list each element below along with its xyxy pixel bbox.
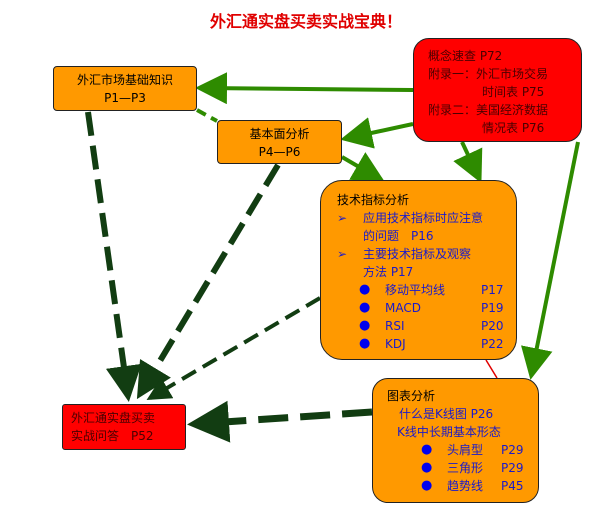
basics-pages: P1—P3 <box>104 91 146 105</box>
item-name: MACD <box>385 301 421 315</box>
arrow-chart-to-qa <box>187 400 373 443</box>
item-page: P19 <box>481 301 504 315</box>
bullet-dot-icon: ● <box>359 282 371 297</box>
item-page: P17 <box>481 283 504 297</box>
appendix-line: 附录一：外汇市场交易 <box>428 67 549 81</box>
item-name: 移动平均线 <box>385 283 446 297</box>
item-name: RSI <box>385 319 405 333</box>
item-name: KDJ <box>385 337 406 351</box>
arrow-appendix-to-technical <box>453 141 483 184</box>
technical-bullet-cont: 方法 P17 <box>363 265 414 279</box>
chart-heading: 图表分析 <box>387 389 436 403</box>
link-technical-chart <box>485 359 498 379</box>
fundamental-pages: P4—P6 <box>258 145 301 159</box>
list-item: ● 头肩型 P29 <box>387 441 538 459</box>
bullet-dot-icon: ● <box>421 460 433 475</box>
page-title: 外汇通实盘买卖实战宝典！ <box>209 12 402 31</box>
arrow-bullet-icon: ➢ <box>337 211 348 225</box>
list-item: ● KDJ P22 <box>337 335 516 353</box>
bullet-dot-icon: ● <box>421 442 433 457</box>
item-name: 三角形 <box>447 461 484 475</box>
technical-bullet-cont: 的问题 P16 <box>363 229 434 243</box>
fundamental-box[interactable]: 基本面分析 P4—P6 <box>217 120 342 164</box>
qa-box[interactable]: 外汇通实盘买卖 实战问答 P52 <box>62 404 186 450</box>
chart-line: 什么是K线图 P26 <box>399 407 494 421</box>
appendix-line: 时间表 P75 <box>482 85 545 99</box>
item-page: P22 <box>481 337 504 351</box>
list-item: ● MACD P19 <box>337 299 516 317</box>
arrow-appendix-to-basics <box>195 72 414 105</box>
arrow-appendix-to-chart <box>521 141 580 380</box>
technical-bullet: 应用技术指标时应注意 <box>363 211 484 225</box>
bullet-dot-icon: ● <box>421 478 433 493</box>
arrow-technical-to-qa <box>146 296 322 401</box>
arrow-fundamental-to-qa <box>136 163 281 400</box>
arrow-appendix-to-fundamental <box>340 117 414 149</box>
item-page: P29 <box>501 461 524 475</box>
list-item: ● 三角形 P29 <box>387 459 538 477</box>
technical-box[interactable]: 技术指标分析 ➢ 应用技术指标时应注意 的问题 P16 ➢ 主要技术指标及观察 方法… <box>320 180 517 360</box>
arrow-fundamental-to-technical <box>340 152 385 183</box>
chart-line: K线中长期基本形态 <box>397 425 501 439</box>
appendix-line: 情况表 P76 <box>482 121 545 135</box>
technical-bullet: 主要技术指标及观察 <box>363 247 472 261</box>
qa-pages: 实战问答 P52 <box>71 429 154 443</box>
basics-title: 外汇市场基础知识 <box>76 73 173 87</box>
bullet-dot-icon: ● <box>359 300 371 315</box>
arrow-bullet-icon: ➢ <box>337 247 348 261</box>
list-item: ● 移动平均线 P17 <box>337 281 516 299</box>
link-basics-fundamental <box>196 108 218 123</box>
item-name: 头肩型 <box>447 443 484 457</box>
bullet-dot-icon: ● <box>359 336 371 351</box>
technical-heading: 技术指标分析 <box>337 193 410 207</box>
fundamental-title: 基本面分析 <box>249 127 310 141</box>
appendix-line: 概念速查 P72 <box>428 49 503 63</box>
item-page: P29 <box>501 443 524 457</box>
list-item: ● RSI P20 <box>337 317 516 335</box>
chart-box[interactable]: 图表分析 什么是K线图 P26 K线中长期基本形态 ● 头肩型 P29 ● 三角形 P29… <box>372 378 539 503</box>
appendix-line: 附录二：美国经济数据 <box>428 103 549 117</box>
arrow-basics-to-qa <box>85 111 142 402</box>
bullet-dot-icon: ● <box>359 318 371 333</box>
item-page: P20 <box>481 319 504 333</box>
basics-box[interactable]: 外汇市场基础知识 P1—P3 <box>53 66 197 111</box>
appendix-box[interactable]: 概念速查 P72 附录一：外汇市场交易 时间表 P75 附录二：美国经济数据 情… <box>413 38 582 142</box>
item-page: P45 <box>501 479 524 493</box>
item-name: 趋势线 <box>447 479 484 493</box>
list-item: ● 趋势线 P45 <box>387 477 538 495</box>
qa-title: 外汇通实盘买卖 <box>71 411 156 425</box>
